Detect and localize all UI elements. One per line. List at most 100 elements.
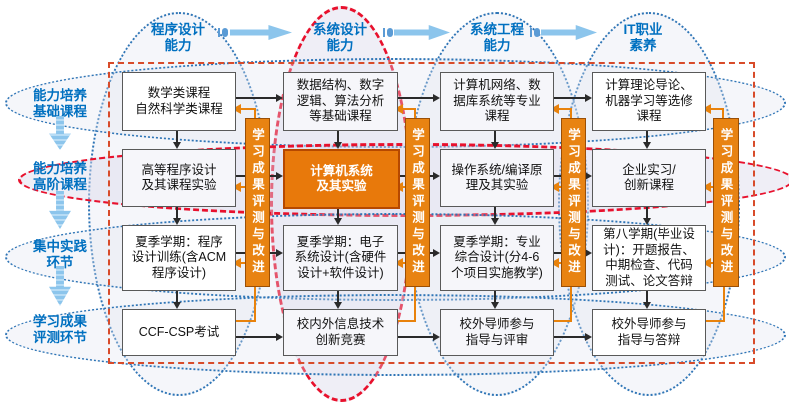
- flow-arrow: [494, 287, 496, 303]
- feedback-line: [241, 108, 256, 110]
- feedback-arrowhead: [550, 258, 559, 268]
- flow-arrowhead: [491, 302, 499, 309]
- flow-arrow: [176, 127, 178, 143]
- feedback-arrowhead: [702, 258, 711, 268]
- flow-arrow: [176, 287, 178, 303]
- flow-arrowhead: [643, 302, 651, 309]
- flow-arrow: [337, 287, 339, 303]
- flow-arrow: [646, 127, 648, 143]
- flow-arrowhead: [276, 172, 283, 180]
- course-box-theory-ml: 计算理论导论、 机器学习等选修 课程: [592, 72, 706, 131]
- feedback-line: [711, 108, 724, 110]
- stage-label-basic-courses: 能力培养 基础课程: [33, 88, 87, 119]
- header-it-professionalism: IT职业 素养: [623, 22, 663, 53]
- flow-arrowhead: [433, 333, 440, 341]
- flow-arrowhead: [173, 218, 181, 225]
- flow-arrow: [394, 97, 433, 99]
- course-box-os-compilers: 操作系统/编译原 理及其实验: [440, 149, 554, 207]
- ability-transition-arrow-2: [394, 25, 450, 40]
- course-box-internship-innovation: 企业实习/ 创新课程: [592, 149, 706, 207]
- arrow-tail-mark: [383, 28, 393, 37]
- flow-arrowhead: [643, 142, 651, 149]
- feedback-arrowhead: [232, 104, 241, 114]
- flow-arrowhead: [173, 142, 181, 149]
- feedback-line: [414, 108, 416, 119]
- flow-arrowhead: [491, 218, 499, 225]
- header-system-engineering-ability: 系统工程 能力: [470, 22, 524, 53]
- evaluation-bar-1: 学习成果评测与改进: [245, 118, 270, 287]
- evaluation-bar-3: 学习成果评测与改进: [561, 118, 586, 287]
- flow-arrowhead: [276, 333, 283, 341]
- feedback-arrowhead: [550, 104, 559, 114]
- feedback-arrowhead: [232, 182, 241, 192]
- flow-arrowhead: [276, 94, 283, 102]
- feedback-arrowhead: [394, 258, 403, 268]
- feedback-line: [723, 285, 725, 322]
- flow-arrowhead: [276, 249, 283, 257]
- feedback-line: [722, 108, 724, 119]
- course-box-it-competitions: 校内外信息技术 创新竞赛: [283, 309, 398, 356]
- feedback-arrowhead: [550, 182, 559, 192]
- flow-arrow: [337, 127, 339, 143]
- course-box-ccf-csp-exam: CCF-CSP考试: [122, 309, 236, 356]
- flow-arrow: [494, 203, 496, 219]
- feedback-line: [394, 320, 416, 322]
- feedback-line: [570, 285, 572, 322]
- feedback-line: [559, 108, 572, 110]
- evaluation-bar-4: 学习成果评测与改进: [713, 118, 739, 287]
- course-box-advanced-programming: 高等程序设计 及其课程实验: [122, 149, 236, 207]
- evaluation-bar-2: 学习成果评测与改进: [405, 118, 430, 287]
- feedback-arrowhead: [394, 104, 403, 114]
- feedback-arrowhead: [702, 182, 711, 192]
- ability-transition-arrow-1: [230, 25, 292, 40]
- flow-arrowhead: [334, 302, 342, 309]
- course-box-summer-electronic-system: 夏季学期：电子 系统设计(含硬件 设计+软件设计): [283, 225, 398, 291]
- feedback-line: [254, 285, 256, 322]
- flow-arrow: [232, 97, 276, 99]
- ability-transition-arrow-3: [541, 25, 597, 40]
- flow-arrow: [176, 203, 178, 219]
- flow-arrowhead: [334, 142, 342, 149]
- stage-label-outcome-evaluation: 学习成果 评测环节: [33, 314, 87, 345]
- arrow-tail-mark: [530, 28, 540, 37]
- flow-arrowhead: [585, 94, 592, 102]
- flow-arrowhead: [585, 172, 592, 180]
- header-programming-ability: 程序设计 能力: [151, 22, 205, 53]
- flow-arrow: [646, 203, 648, 219]
- course-box-math-science: 数学类课程 自然科学类课程: [122, 72, 236, 131]
- flow-arrow: [337, 203, 339, 219]
- feedback-line: [550, 320, 572, 322]
- course-box-networks-databases: 计算机网络、数 据库系统等专业 课程: [440, 72, 554, 131]
- flow-arrow: [494, 127, 496, 143]
- flow-arrowhead: [433, 172, 440, 180]
- course-box-summer-programming-training: 夏季学期：程序 设计训练(含ACM 程序设计): [122, 225, 236, 291]
- flow-arrowhead: [491, 142, 499, 149]
- feedback-line: [254, 108, 256, 119]
- feedback-line: [570, 108, 572, 119]
- flow-arrow: [232, 336, 276, 338]
- feedback-line: [414, 285, 416, 322]
- curriculum-boundary-rect: [108, 62, 755, 364]
- course-box-summer-comprehensive-design: 夏季学期：专业 综合设计(分4-6 个项目实施教学): [440, 225, 554, 291]
- flow-arrow: [550, 336, 585, 338]
- flow-arrowhead: [585, 249, 592, 257]
- flow-arrowhead: [643, 218, 651, 225]
- feedback-arrowhead: [702, 104, 711, 114]
- header-system-design-ability: 系统设计 能力: [313, 22, 367, 53]
- feedback-line: [232, 320, 256, 322]
- course-box-computer-systems-highlight: 计算机系统 及其实验: [283, 149, 400, 209]
- feedback-line: [403, 108, 416, 110]
- course-box-external-mentor-defense: 校外导师参与 指导与答辩: [592, 309, 706, 356]
- course-box-graduation-project: 第八学期(毕业设 计)：开题报告、 中期检查、代码 测试、论文答辩: [592, 225, 706, 291]
- feedback-line: [702, 320, 725, 322]
- flow-arrow: [646, 287, 648, 303]
- flow-arrowhead: [334, 218, 342, 225]
- course-box-external-mentor-review: 校外导师参与 指导与评审: [440, 309, 554, 356]
- flow-arrowhead: [585, 333, 592, 341]
- flow-arrowhead: [173, 302, 181, 309]
- flow-arrow: [394, 336, 433, 338]
- stage-label-practice: 集中实践 环节: [33, 239, 87, 270]
- flow-arrowhead: [433, 249, 440, 257]
- flow-arrow: [550, 97, 585, 99]
